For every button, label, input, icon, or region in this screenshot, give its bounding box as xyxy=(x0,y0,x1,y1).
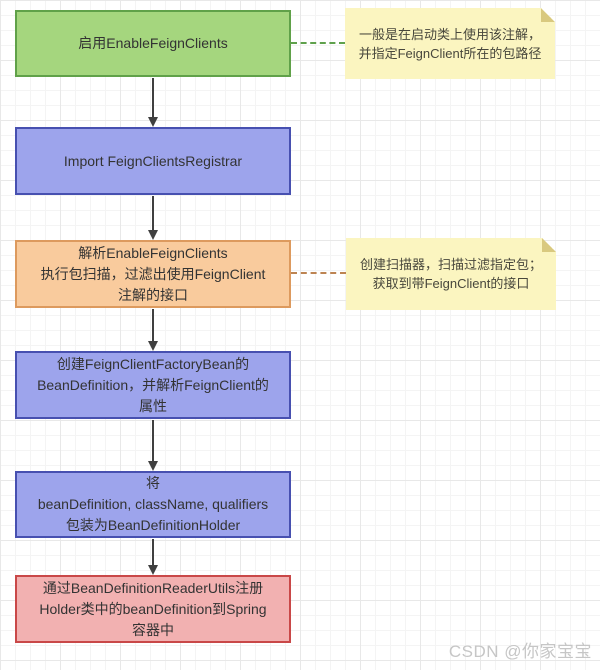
note-text: 创建扫描器，扫描过滤指定包； 获取到带FeignClient的接口 xyxy=(359,257,542,291)
arrowhead-icon xyxy=(148,565,158,575)
flow-node-enable-feign-clients: 启用EnableFeignClients xyxy=(15,10,291,77)
note-connector-dashed-2 xyxy=(291,272,346,274)
note-fold-corner-icon xyxy=(542,238,556,252)
node-label: 通过BeanDefinitionReaderUtils注册 Holder类中的b… xyxy=(39,579,267,638)
connector-line-5 xyxy=(152,539,154,565)
connector-line-4 xyxy=(152,420,154,461)
flow-node-import-registrar: Import FeignClientsRegistrar xyxy=(15,127,291,195)
flow-node-parse-enable-feign-clients: 解析EnableFeignClients 执行包扫描，过滤出使用FeignCli… xyxy=(15,240,291,308)
sticky-note-enable-annotation: 一般是在启动类上使用该注解， 并指定FeignClient所在的包路径 xyxy=(345,8,555,79)
connector-line-2 xyxy=(152,196,154,231)
arrowhead-icon xyxy=(148,461,158,471)
arrowhead-icon xyxy=(148,341,158,351)
connector-line-3 xyxy=(152,309,154,342)
node-label: Import FeignClientsRegistrar xyxy=(63,152,243,169)
csdn-watermark: CSDN @你家宝宝 xyxy=(448,642,592,661)
flow-node-create-bean-definition: 创建FeignClientFactoryBean的 BeanDefinition… xyxy=(15,351,291,419)
note-connector-dashed-1 xyxy=(291,42,345,44)
arrowhead-icon xyxy=(148,230,158,240)
node-label: 创建FeignClientFactoryBean的 BeanDefinition… xyxy=(37,355,269,414)
note-fold-corner-icon xyxy=(541,8,555,22)
note-text: 一般是在启动类上使用该注解， 并指定FeignClient所在的包路径 xyxy=(358,26,542,61)
node-label: 将 beanDefinition, className, qualifiers … xyxy=(37,475,269,533)
flow-node-wrap-holder: 将 beanDefinition, className, qualifiers … xyxy=(15,471,291,538)
sticky-note-scanner: 创建扫描器，扫描过滤指定包； 获取到带FeignClient的接口 xyxy=(346,238,556,310)
flow-node-register-to-spring: 通过BeanDefinitionReaderUtils注册 Holder类中的b… xyxy=(15,575,291,643)
arrowhead-icon xyxy=(148,117,158,127)
node-label: 启用EnableFeignClients xyxy=(78,35,228,51)
connector-line-1 xyxy=(152,78,154,118)
node-label: 解析EnableFeignClients 执行包扫描，过滤出使用FeignCli… xyxy=(40,244,266,303)
